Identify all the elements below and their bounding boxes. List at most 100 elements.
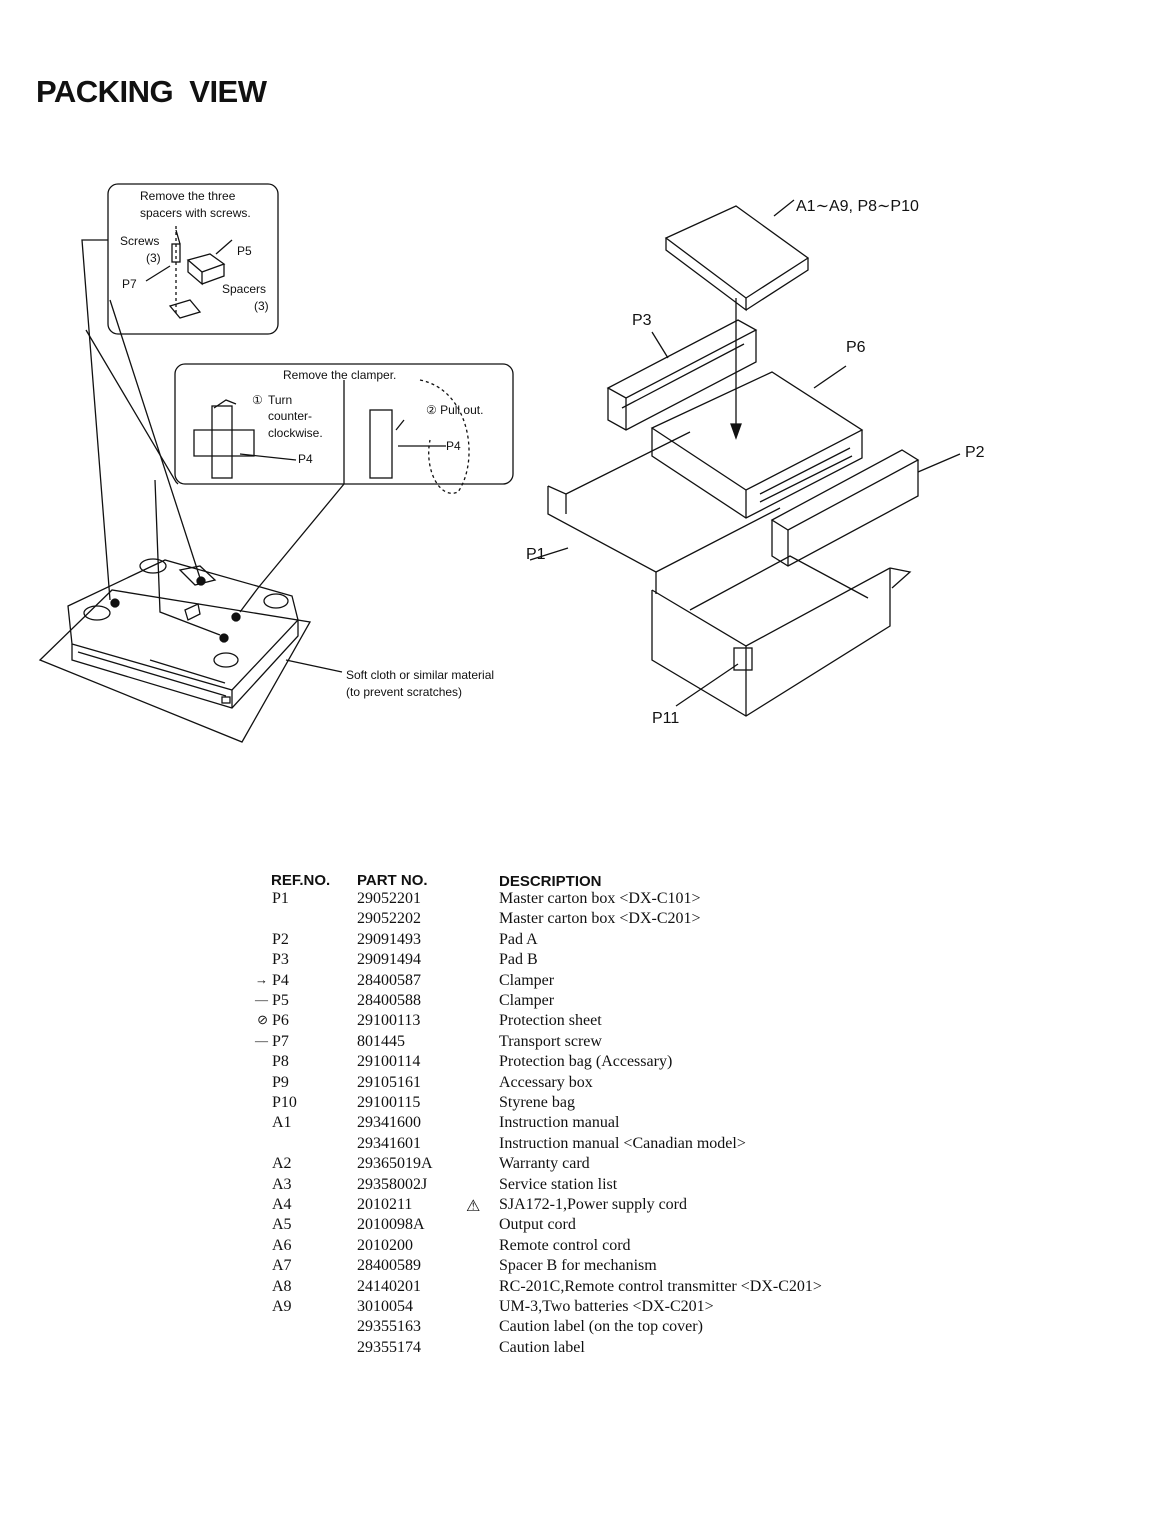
description: Accessary box <box>499 1073 593 1091</box>
part-no: 29341600 <box>357 1114 421 1132</box>
step1-num: ① <box>252 393 263 407</box>
header-desc: DESCRIPTION <box>499 873 602 890</box>
page-title: PACKING VIEW <box>36 74 267 109</box>
step1-line1: Turn <box>268 393 292 407</box>
spacers-label: Spacers <box>222 282 266 296</box>
ref-no: P10 <box>272 1094 297 1111</box>
table-row: —P7 801445 Transport screw <box>0 1033 1151 1053</box>
header-ref: REF.NO. <box>271 872 331 889</box>
ref-no: A1 <box>272 1114 292 1132</box>
part-no: 2010098A <box>357 1216 425 1234</box>
part-no: 801445 <box>357 1032 405 1050</box>
step1-line3: clockwise. <box>268 426 323 440</box>
step2-label: ② Pull out. <box>426 403 483 417</box>
table-row: P1 29052201 Master carton box <DX-C101> <box>0 890 1151 910</box>
description: Remote control cord <box>499 1236 631 1254</box>
ref-no: P9 <box>272 1073 289 1091</box>
p11-label: P11 <box>652 710 679 727</box>
p5-label: P5 <box>237 244 252 258</box>
callout2-heading: Remove the clamper. <box>283 368 396 382</box>
part-no: 2010200 <box>357 1236 413 1254</box>
ref-no: P4 <box>272 971 289 989</box>
row-mark: → <box>255 971 268 987</box>
description: Output cord <box>499 1216 576 1234</box>
ref-no: A5 <box>272 1216 292 1234</box>
part-no: 29091494 <box>357 951 421 969</box>
screws-label: Screws <box>120 234 159 248</box>
packing-diagram: Remove the three spacers with screws. Sc… <box>38 183 985 743</box>
description: Caution label <box>499 1338 585 1356</box>
description: Instruction manual <Canadian model> <box>499 1134 746 1152</box>
part-no: 29052202 <box>357 910 421 928</box>
description: Pad A <box>499 930 538 948</box>
part-no: 28400588 <box>357 992 421 1009</box>
part-no: 29052201 <box>357 890 421 907</box>
header-part: PART NO. <box>357 872 428 889</box>
p4-left-label: P4 <box>298 452 313 466</box>
description: Clamper <box>499 971 555 989</box>
part-no: 29105161 <box>357 1073 421 1091</box>
cloth-line1: Soft cloth or similar material <box>346 668 494 682</box>
accessory-box <box>664 205 810 312</box>
table-row: 29052202 Master carton box <DX-C201> <box>0 910 1151 930</box>
callout1-line1: Remove the three <box>140 189 236 203</box>
accessories-label: A1∼A9, P8∼P10 <box>796 198 919 215</box>
description: Spacer B for mechanism <box>499 1257 657 1275</box>
description: Caution label (on the top cover) <box>499 1318 703 1336</box>
table-row: A5 2010098A Output cord <box>0 1216 1151 1236</box>
warning-icon: ⚠ <box>466 1198 481 1215</box>
part-no: 24140201 <box>357 1277 421 1295</box>
description: Pad B <box>499 951 538 969</box>
table-row: P9 29105161 Accessary box <box>0 1074 1151 1094</box>
description: Styrene bag <box>499 1094 575 1111</box>
description: Service station list <box>499 1175 618 1193</box>
part-no: 29355163 <box>357 1318 421 1336</box>
p7-label: P7 <box>122 277 137 291</box>
description: Transport screw <box>499 1032 602 1050</box>
master-carton <box>547 431 912 717</box>
row-mark: — <box>255 992 268 1007</box>
description: Instruction manual <box>499 1114 620 1132</box>
part-no: 2010211 <box>357 1196 413 1213</box>
description: Master carton box <DX-C201> <box>499 910 701 928</box>
pad-a <box>770 449 920 567</box>
ref-no: P8 <box>272 1053 289 1071</box>
step1-line2: counter- <box>268 409 312 423</box>
screws-qty: (3) <box>146 251 161 265</box>
row-mark: — <box>255 1032 268 1048</box>
row-mark: ⊘ <box>257 1012 268 1028</box>
part-no: 29091493 <box>357 930 421 948</box>
callout1-line2: spacers with screws. <box>140 206 251 220</box>
description: Warranty card <box>499 1155 590 1173</box>
ref-no: A8 <box>272 1277 292 1295</box>
description: Clamper <box>499 992 555 1009</box>
cloth-sheet <box>38 589 312 743</box>
part-no: 28400589 <box>357 1257 421 1275</box>
ref-no: P1 <box>272 890 289 907</box>
table-row: A1 29341600 Instruction manual <box>0 1114 1151 1134</box>
p1-label: P1 <box>526 546 546 563</box>
ref-no: P7 <box>272 1032 289 1050</box>
description: Master carton box <DX-C101> <box>499 890 701 907</box>
ref-no: A3 <box>272 1175 292 1193</box>
p6-label: P6 <box>846 339 866 356</box>
description: Protection bag (Accessary) <box>499 1053 673 1071</box>
part-no: 3010054 <box>357 1298 413 1315</box>
part-no: 29100115 <box>357 1094 421 1111</box>
ref-no: A2 <box>272 1155 292 1173</box>
ref-no: A4 <box>272 1196 292 1213</box>
pad-b <box>606 319 758 431</box>
cloth-line2: (to prevent scratches) <box>346 685 462 699</box>
